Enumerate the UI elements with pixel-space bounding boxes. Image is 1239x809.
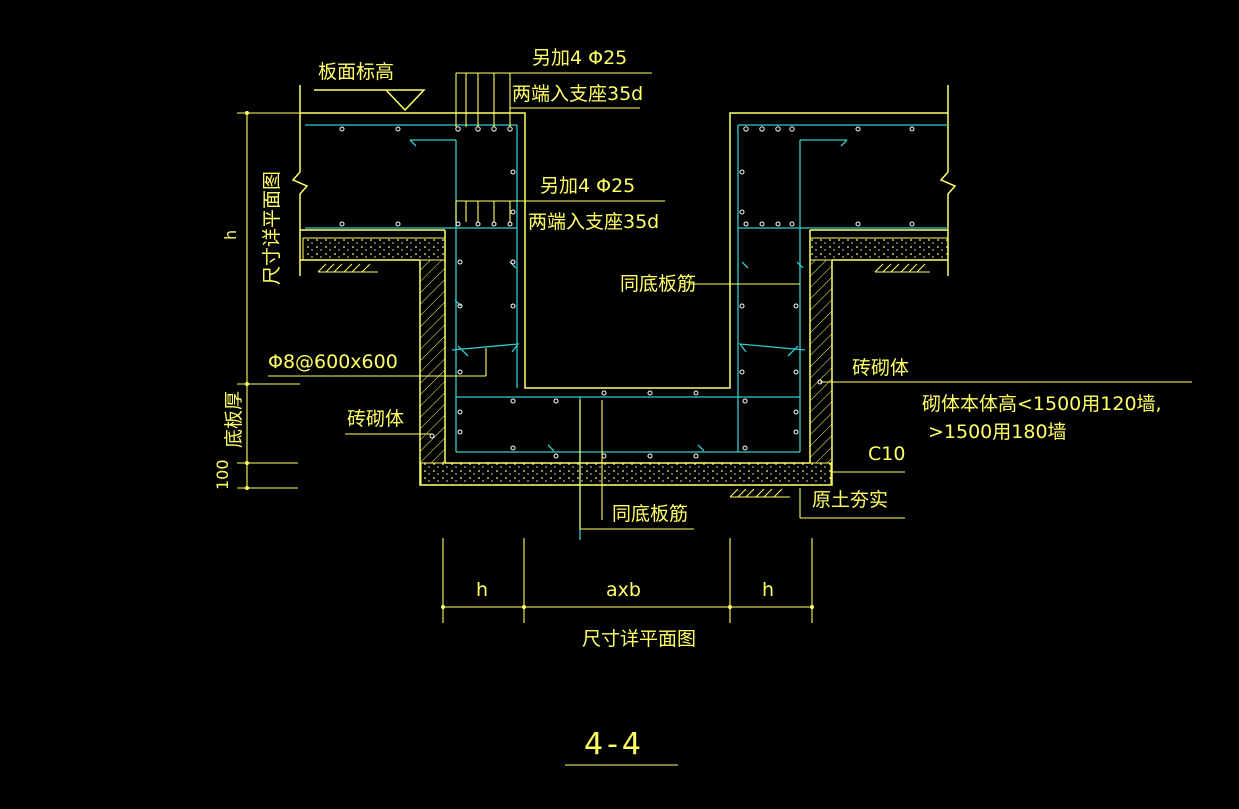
leaders-dimensions xyxy=(237,72,1192,766)
extra-bars-middle-label: 另加4 Φ25 xyxy=(540,175,635,197)
bedding-concrete xyxy=(302,237,949,486)
rebar-cage xyxy=(305,124,948,540)
same-bottom-bars-lower-label: 同底板筋 xyxy=(612,503,688,525)
wall-note-line-1: 砌体本体高<1500用120墙, xyxy=(922,393,1162,415)
brick-right-label: 砖砌体 xyxy=(852,357,909,379)
brick-walls xyxy=(419,259,833,464)
plan-dimension-note: 尺寸详平面图 xyxy=(582,628,696,650)
vertical-dimension-note: 尺寸详平面图 xyxy=(261,171,283,285)
concrete-grade-label: C10 xyxy=(868,443,905,465)
vertical-dimension-h: h xyxy=(221,230,240,240)
slab-top-elevation-label: 板面标高 xyxy=(318,61,394,83)
dimension-axb: axb xyxy=(606,579,641,601)
wall-note-line-2: >1500用180墙 xyxy=(928,421,1067,443)
section-title: 4-4 xyxy=(584,727,645,762)
tie-bars-label: Φ8@600x600 xyxy=(268,351,398,373)
dimension-100-label: 100 xyxy=(213,459,232,490)
slab-thickness-label: 底板厚 xyxy=(223,391,245,448)
soil-compaction-label: 原土夯实 xyxy=(812,489,888,511)
extra-bars-top-label: 另加4 Φ25 xyxy=(532,47,627,69)
anchorage-top-label: 两端入支座35d xyxy=(512,83,643,105)
dimension-h-left: h xyxy=(476,579,488,601)
same-bottom-bars-upper-label: 同底板筋 xyxy=(620,273,696,295)
anchorage-middle-label: 两端入支座35d xyxy=(528,211,659,233)
rebar-dots xyxy=(339,126,915,459)
dimension-ticks xyxy=(245,111,814,609)
brick-left-label: 砖砌体 xyxy=(347,408,404,430)
soil-marks xyxy=(317,263,930,498)
dimension-h-right: h xyxy=(762,579,774,601)
